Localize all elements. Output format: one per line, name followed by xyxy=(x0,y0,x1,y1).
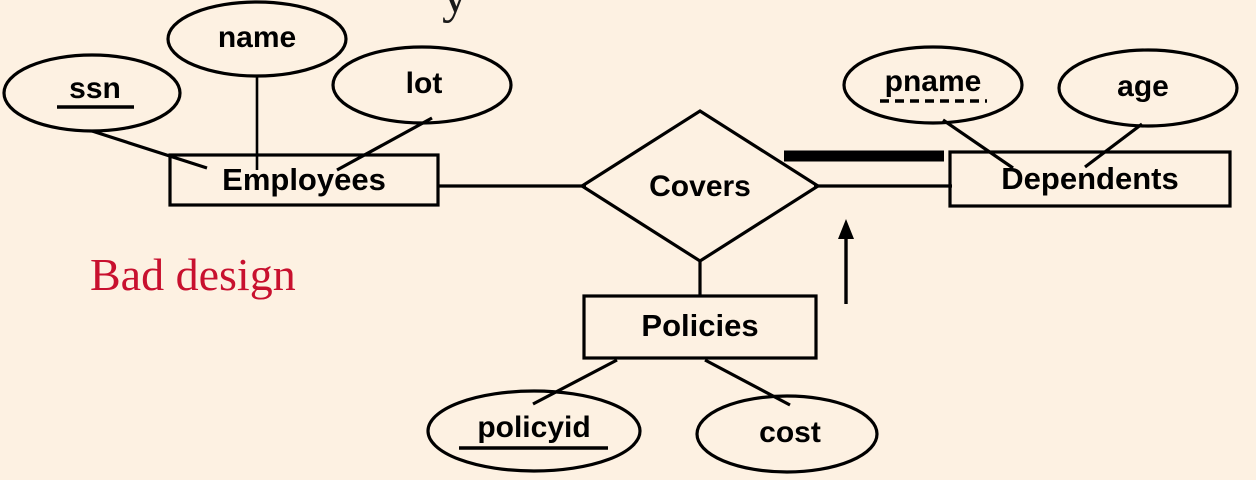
attribute-layer: ssn name lot pname age policyid cost xyxy=(2,0,1239,474)
attribute-label-name: name xyxy=(218,21,296,54)
link-pname-dependents xyxy=(942,118,1014,170)
attribute-label-policyid: policyid xyxy=(477,411,590,444)
attribute-ellipse-pname[interactable] xyxy=(842,45,1024,125)
bad-design-annotation: Bad design xyxy=(90,249,296,300)
link-ssn-employees xyxy=(91,129,208,170)
attribute-label-ssn: ssn xyxy=(69,72,121,105)
attribute-ellipse-age[interactable] xyxy=(1057,48,1239,128)
entity-label-dependents: Dependents xyxy=(1001,161,1178,196)
link-policyid-policies xyxy=(532,358,618,406)
entity-box-policies[interactable] xyxy=(582,294,818,360)
entity-layer: Employees Dependents Policies xyxy=(168,150,1232,360)
attribute-label-lot: lot xyxy=(406,67,443,100)
relationship-layer: Covers xyxy=(579,109,821,263)
entity-label-employees: Employees xyxy=(222,162,386,197)
attribute-label-age: age xyxy=(1117,70,1169,103)
attribute-ellipse-ssn[interactable] xyxy=(2,53,182,133)
link-age-dependents xyxy=(1084,122,1143,169)
attribute-label-cost: cost xyxy=(759,416,821,449)
key-constraint-arrow-head xyxy=(838,219,854,239)
relationship-label-covers: Covers xyxy=(649,170,751,203)
entity-label-policies: Policies xyxy=(641,308,758,343)
relationship-diamond-covers[interactable] xyxy=(579,109,821,263)
cropped-title-glyph: y xyxy=(442,0,468,25)
entity-box-dependents[interactable] xyxy=(948,150,1232,208)
attribute-ellipse-lot[interactable] xyxy=(331,45,513,125)
connector-layer xyxy=(91,76,1143,407)
attribute-ellipse-policyid[interactable] xyxy=(426,389,642,473)
attribute-ellipse-cost[interactable] xyxy=(695,394,879,474)
attribute-ellipse-name[interactable] xyxy=(166,0,348,78)
attribute-label-pname: pname xyxy=(885,65,982,98)
link-lot-employees xyxy=(336,116,433,172)
entity-box-employees[interactable] xyxy=(168,153,440,207)
marker-layer xyxy=(784,150,944,304)
